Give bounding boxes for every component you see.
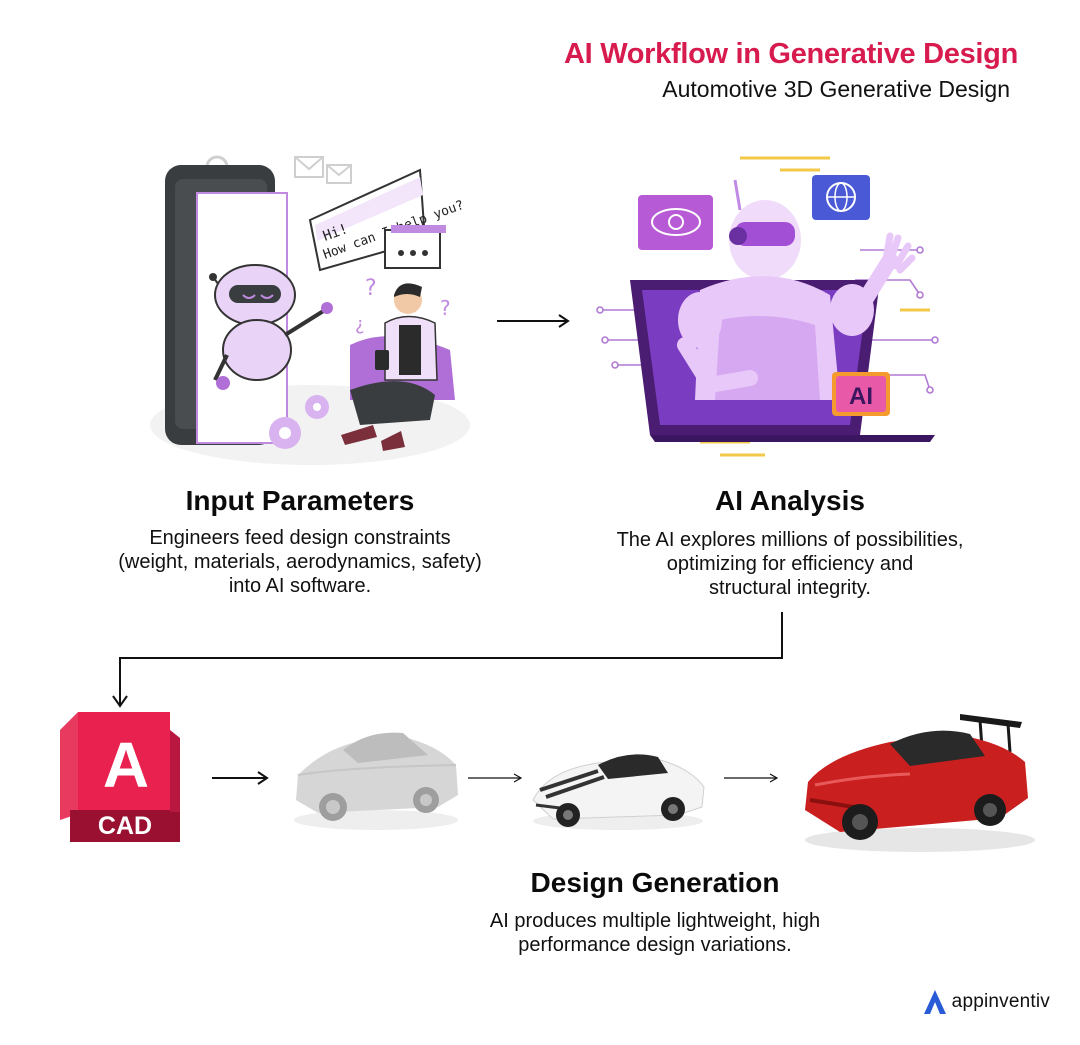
flow-connector (112, 612, 783, 708)
page-title: AI Workflow in Generative Design (564, 38, 1018, 70)
flow-arrow-right (468, 773, 523, 783)
cad-logo-letter: A (103, 729, 149, 801)
chatbot-illustration: Hi! How can I help you? ? ? ¿ (150, 155, 470, 465)
cad-logo-label: CAD (98, 812, 152, 840)
car-white-sports (532, 754, 705, 830)
desc-line: optimizing for efficiency and (666, 553, 914, 575)
autocad-logo: A CAD (60, 712, 180, 842)
input-parameters-heading: Input Parameters (185, 485, 415, 516)
ai-analysis-heading: AI Analysis (715, 485, 865, 516)
person-icon (341, 283, 455, 451)
desc-line: structural integrity. (709, 577, 871, 599)
ai-badge: AI (832, 372, 890, 416)
desc-line: (weight, materials, aerodynamics, safety… (118, 551, 482, 573)
robot-icon (209, 264, 333, 390)
page-subtitle: Automotive 3D Generative Design (662, 76, 1010, 102)
flow-arrow-right (724, 773, 779, 783)
desc-line: Engineers feed design constraints (149, 527, 451, 549)
design-generation-heading: Design Generation (530, 867, 780, 898)
gear-icon (269, 395, 329, 449)
input-parameters-description: Engineers feed design constraints (weigh… (70, 526, 530, 598)
svg-text:¿: ¿ (355, 314, 365, 335)
brand-logo: appinventiv (922, 985, 1050, 1019)
eye-icon (638, 195, 713, 250)
ai-badge-text: AI (849, 383, 873, 410)
design-generation-description: AI produces multiple lightweight, high p… (410, 909, 900, 957)
svg-text:?: ? (440, 296, 451, 320)
desc-line: performance design variations. (518, 934, 792, 956)
flow-arrow-right (497, 314, 570, 328)
appinventiv-logo-icon (923, 990, 946, 1014)
svg-text:?: ? (365, 276, 377, 301)
desc-line: The AI explores millions of possibilitie… (616, 529, 964, 551)
flow-arrow-right (212, 771, 269, 785)
car-grey-sedan (294, 732, 458, 830)
typing-bubble (384, 225, 446, 269)
car-red-sports (800, 700, 1050, 860)
envelope-icon (294, 156, 352, 184)
ai-analysis-description: The AI explores millions of possibilitie… (565, 528, 1015, 600)
robot-icon (677, 179, 916, 400)
ai-robot-illustration: AI (596, 156, 939, 457)
brand-name: appinventiv (951, 991, 1050, 1012)
globe-icon (812, 175, 870, 220)
desc-line: AI produces multiple lightweight, high (489, 910, 821, 932)
desc-line: into AI software. (228, 575, 372, 597)
